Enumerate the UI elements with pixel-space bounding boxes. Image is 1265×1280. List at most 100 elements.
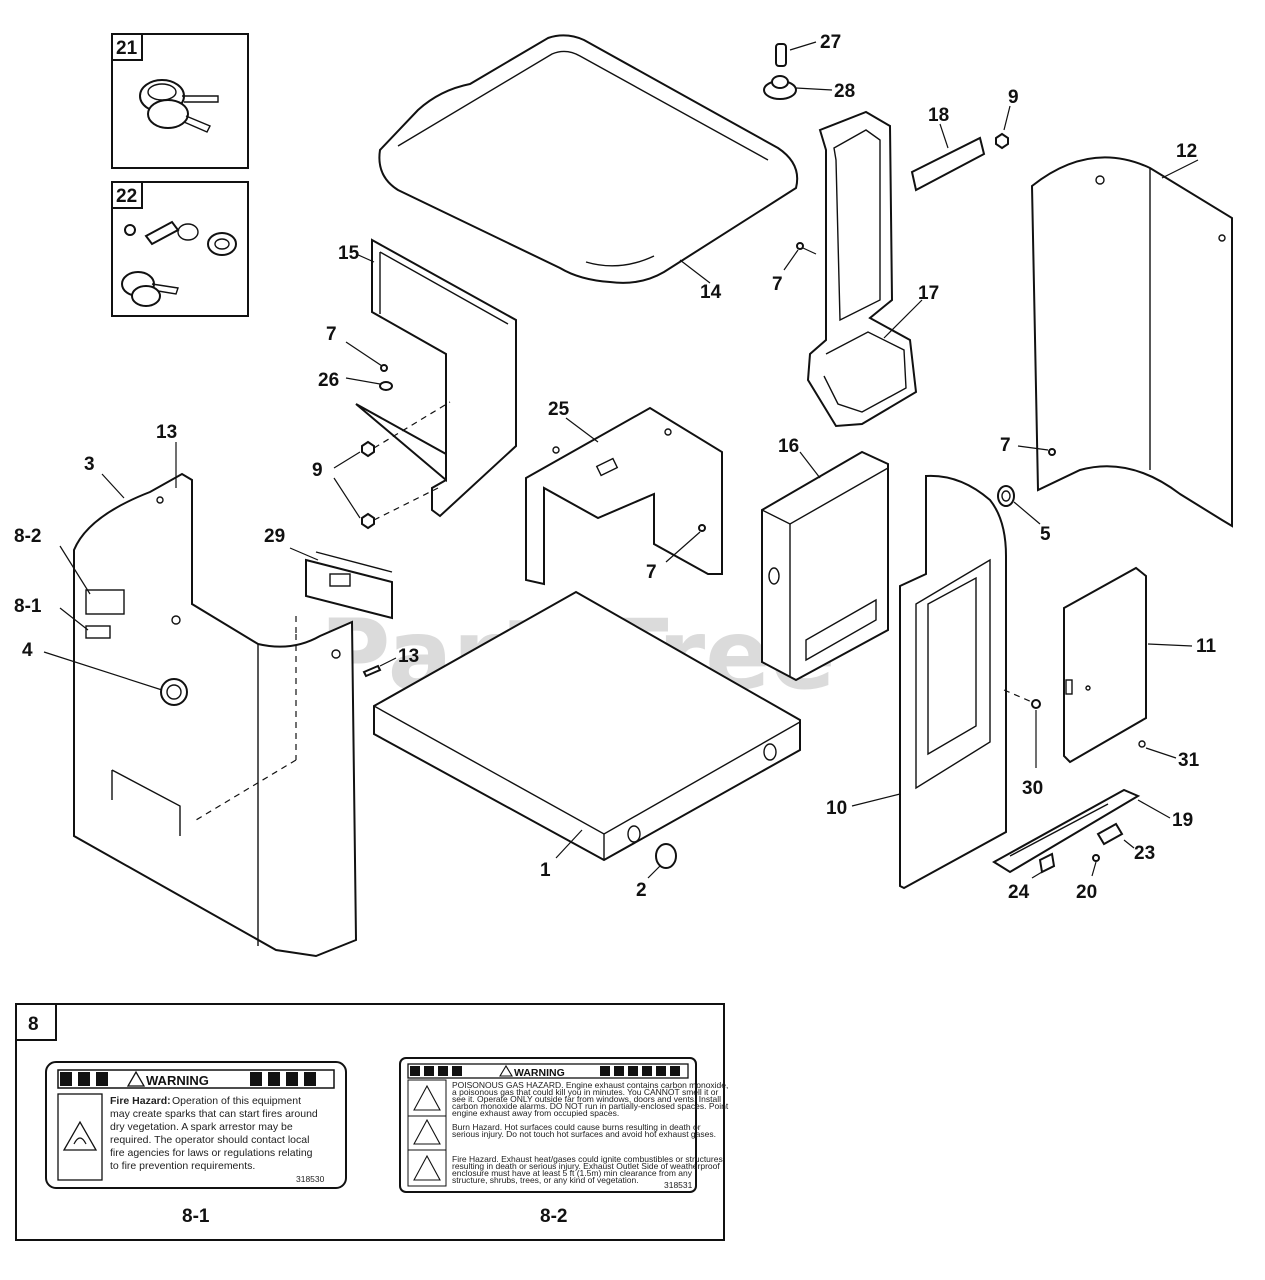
part-11-access-door: 11	[1063, 566, 1217, 764]
callout-1: 1	[540, 860, 551, 881]
decal-8-1-title: Fire Hazard:	[110, 1095, 171, 1107]
decal-8-2-s3-l4: structure, shrubs, trees, or any kind of…	[452, 1175, 639, 1185]
callout-29: 29	[264, 526, 285, 547]
decal-8-2-s1-l4: carbon monoxide alarms. DO NOT run in pa…	[452, 1101, 729, 1111]
decal-8-2-s1-l3: see it. Operate ONLY outside far from wi…	[452, 1094, 721, 1104]
callout-27: 27	[820, 32, 841, 53]
part-16-control-box: 16	[761, 436, 889, 682]
part-27-28-knob: 27 28	[763, 32, 855, 102]
decal-8-1-line-1: Operation of this equipment	[172, 1095, 301, 1107]
warning-triangle-icon-2	[499, 1064, 513, 1077]
decal-8-2-s1-l5: engine exhaust away from occupied spaces…	[452, 1108, 619, 1118]
callout-7-c: 7	[326, 324, 337, 345]
callout-23: 23	[1134, 843, 1155, 864]
decal-8-1-line-4: required. The operator should contact lo…	[110, 1134, 309, 1146]
part-14-top-cover: 14	[378, 34, 799, 303]
callout-14: 14	[700, 282, 722, 303]
decal-8-2-s1-l2: a poisonous gas that could kill you in m…	[452, 1087, 718, 1097]
callout-10: 10	[826, 798, 847, 819]
decal-8-1-part-no: 318530	[296, 1174, 325, 1184]
callout-13-a: 13	[156, 422, 177, 443]
decal-8-2-caption: 8-2	[540, 1206, 567, 1227]
decal-8-1-header-stripes	[60, 1072, 316, 1086]
callout-13-b: 13	[398, 646, 419, 667]
part-24-decal: 24	[1008, 852, 1056, 903]
part-20-rivet: 20	[1076, 854, 1100, 903]
part-29-plate: 29	[264, 526, 393, 620]
part-13-screw-front: 13	[362, 646, 419, 678]
inset-21-keys: 21	[111, 33, 249, 169]
part-3-front-enclosure: 3 13 8-2 8-1 4	[14, 422, 358, 958]
part-9-nut-top: 9	[995, 87, 1019, 150]
callout-21: 21	[116, 38, 138, 59]
callout-20: 20	[1076, 882, 1097, 903]
callout-9-left: 9	[312, 460, 323, 481]
part-18-strip: 18	[910, 105, 986, 192]
callout-4: 4	[22, 640, 33, 661]
decal-8-2-s2-l1: Burn Hazard. Hot surfaces could cause bu…	[452, 1122, 701, 1132]
callout-16: 16	[778, 436, 799, 457]
part-9-nuts-left: 9	[312, 401, 451, 530]
decal-8-1: WARNING Fire Hazard: Operation of this e…	[45, 1061, 347, 1227]
callout-26: 26	[318, 370, 339, 391]
decal-8-2-s3-l1: Fire Hazard. Exhaust heat/gases could ig…	[452, 1154, 723, 1164]
callout-7-b: 7	[1000, 435, 1011, 456]
part-7-screw-b: 7	[1000, 435, 1056, 456]
callout-28: 28	[834, 81, 855, 102]
part-17-air-duct: 17	[806, 110, 939, 428]
callout-9-top: 9	[1008, 87, 1019, 108]
decal-8-2-s3-l2: resulting in death or serious injury. Ex…	[452, 1161, 720, 1171]
callout-24: 24	[1008, 882, 1030, 903]
decal-8-1-line-3: dry vegetation. A spark arrestor may be	[110, 1121, 293, 1133]
decal-8-1-line-2: may create sparks that can start fires a…	[110, 1108, 318, 1120]
callout-15: 15	[338, 243, 360, 264]
callout-22: 22	[116, 186, 137, 207]
callout-7-d: 7	[646, 562, 657, 583]
part-30-screw: 30	[1003, 689, 1043, 799]
callout-31: 31	[1178, 750, 1200, 771]
inset-22-lock-set: 22	[111, 181, 249, 317]
callout-25: 25	[548, 399, 570, 420]
part-1-base-pan: 1	[373, 590, 801, 881]
callout-8-1: 8-1	[14, 596, 42, 617]
burn-hazard-icon	[413, 1118, 441, 1145]
callout-5: 5	[1040, 524, 1051, 545]
decal-8-1-line-6: to fire prevention requirements.	[110, 1160, 255, 1172]
decal-8-2-s1-l1: POISONOUS GAS HAZARD. Engine exhaust con…	[452, 1080, 728, 1090]
decal-8-2: WARNING POISONOUS GAS HAZARD. Engine exh…	[399, 1057, 729, 1227]
part-12-rear-panel: 12	[1030, 141, 1233, 528]
callout-7-a: 7	[772, 274, 783, 295]
part-7-screw-a: 7	[772, 242, 817, 295]
fire-hazard-icon-2	[413, 1154, 441, 1181]
decal-panel-8: 8 WARNING Fire Hazard: Operation of this…	[15, 1003, 729, 1241]
part-2-plug: 2	[636, 843, 677, 901]
part-15-inner-baffle: 15	[338, 238, 517, 518]
callout-30: 30	[1022, 778, 1043, 799]
decal-8-2-s3-l3: enclosure must have at least 5 ft (1.5m)…	[452, 1168, 693, 1178]
part-10-side-panel: 10	[826, 474, 1007, 890]
callout-2: 2	[636, 880, 647, 901]
callout-12: 12	[1176, 141, 1197, 162]
part-25-center-bracket: 25	[525, 399, 723, 586]
part-31-washer: 31	[1138, 740, 1200, 771]
part-7-26-screw-washer: 7 26	[318, 324, 393, 391]
decal-8-2-part-no: 318531	[664, 1180, 693, 1190]
fire-hazard-icon	[62, 1120, 98, 1151]
decal-8-2-header: WARNING	[514, 1067, 565, 1079]
part-5-grommet: 5	[997, 485, 1051, 545]
part-19-deflector: 19	[992, 788, 1193, 874]
decal-panel-label: 8	[28, 1014, 39, 1035]
callout-11: 11	[1196, 636, 1217, 657]
callout-8-2: 8-2	[14, 526, 41, 547]
callout-17: 17	[918, 283, 939, 304]
decal-8-1-line-5: fire agencies for laws or regulations re…	[110, 1147, 313, 1159]
callout-18: 18	[928, 105, 949, 126]
decal-8-2-header-stripes	[410, 1066, 680, 1076]
decal-8-1-header: WARNING	[146, 1073, 209, 1088]
callout-3: 3	[84, 454, 95, 475]
poison-gas-icon	[413, 1084, 441, 1111]
warning-triangle-icon	[126, 1070, 146, 1087]
decal-8-2-s2-l2: serious injury. Do not touch hot surface…	[452, 1129, 716, 1139]
decal-8-1-caption: 8-1	[182, 1206, 210, 1227]
